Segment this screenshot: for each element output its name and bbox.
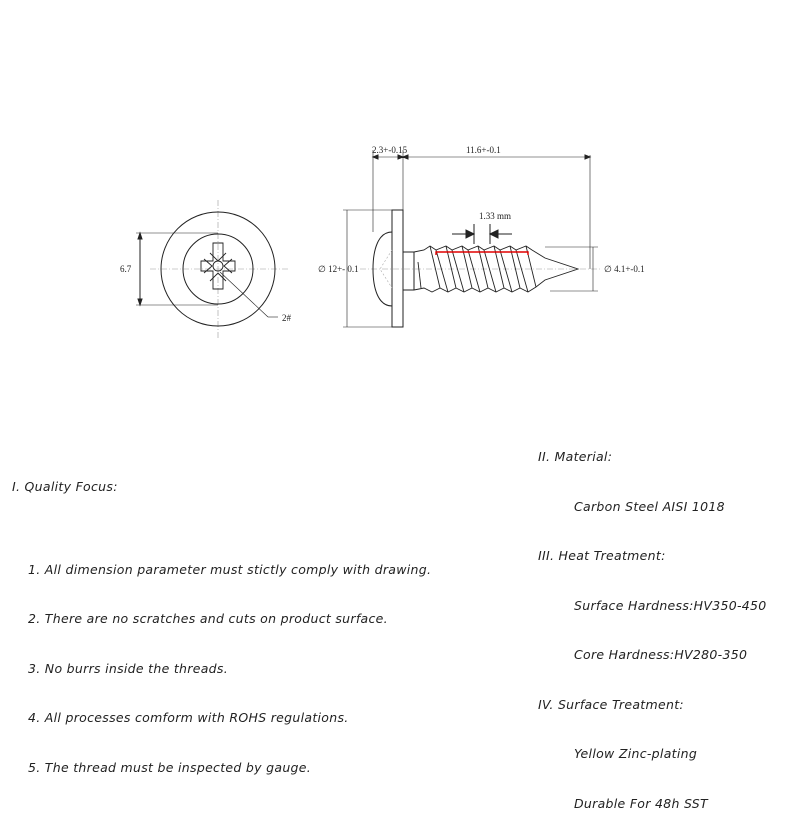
dim-thread-dia: ∅ 4.1+-0.1	[604, 264, 645, 274]
spec-notes: II. Material: Carbon Steel AISI 1018 III…	[538, 416, 767, 829]
dim-pitch: 1.33 mm	[479, 211, 511, 221]
head-outline	[182, 233, 254, 305]
shank	[403, 251, 415, 291]
dim-length: 11.6+-0.1	[466, 145, 501, 155]
washer	[391, 209, 404, 328]
surface-treatment-heading: IV. Surface Treatment:	[538, 696, 684, 712]
head-dome	[372, 231, 393, 307]
threads	[413, 245, 580, 293]
plating: Yellow Zinc-plating	[574, 746, 698, 761]
dim-washer-thickness: 2.3+-0.15	[372, 145, 408, 155]
quality-item: 2. There are no scratches and cuts on pr…	[28, 611, 388, 626]
quality-item: 4. All processes comform with ROHS regul…	[28, 710, 349, 725]
side-view	[343, 150, 600, 328]
screw-drawing: 6.7 2# 2.3+-0.15 11.6+-0.1 1.33 mm ∅ 12+…	[120, 145, 645, 340]
quality-item: 3. No burrs inside the threads.	[28, 660, 228, 676]
quality-item: 5. The thread must be inspected by gauge…	[28, 759, 312, 775]
quality-notes: I. Quality Focus: 1. All dimension param…	[12, 446, 431, 826]
dim-recess-size: 2#	[282, 313, 292, 323]
dim-washer-dia: ∅ 12+- 0.1	[318, 264, 359, 274]
phillips-recess-icon	[200, 242, 236, 290]
dim-recess-dia: 6.7	[120, 264, 132, 274]
top-view	[136, 200, 290, 340]
material-heading: II. Material:	[538, 449, 613, 464]
salt-spray: Durable For 48h SST	[574, 795, 708, 811]
pitch-highlight	[435, 251, 529, 255]
core-hardness: Core Hardness:HV280-350	[574, 647, 748, 662]
material-value: Carbon Steel AISI 1018	[574, 498, 725, 514]
quality-item: 1. All dimension parameter must stictly …	[28, 561, 432, 577]
washer-outline	[160, 211, 276, 327]
quality-heading: I. Quality Focus:	[12, 479, 118, 494]
heat-treatment-heading: III. Heat Treatment:	[538, 548, 666, 563]
